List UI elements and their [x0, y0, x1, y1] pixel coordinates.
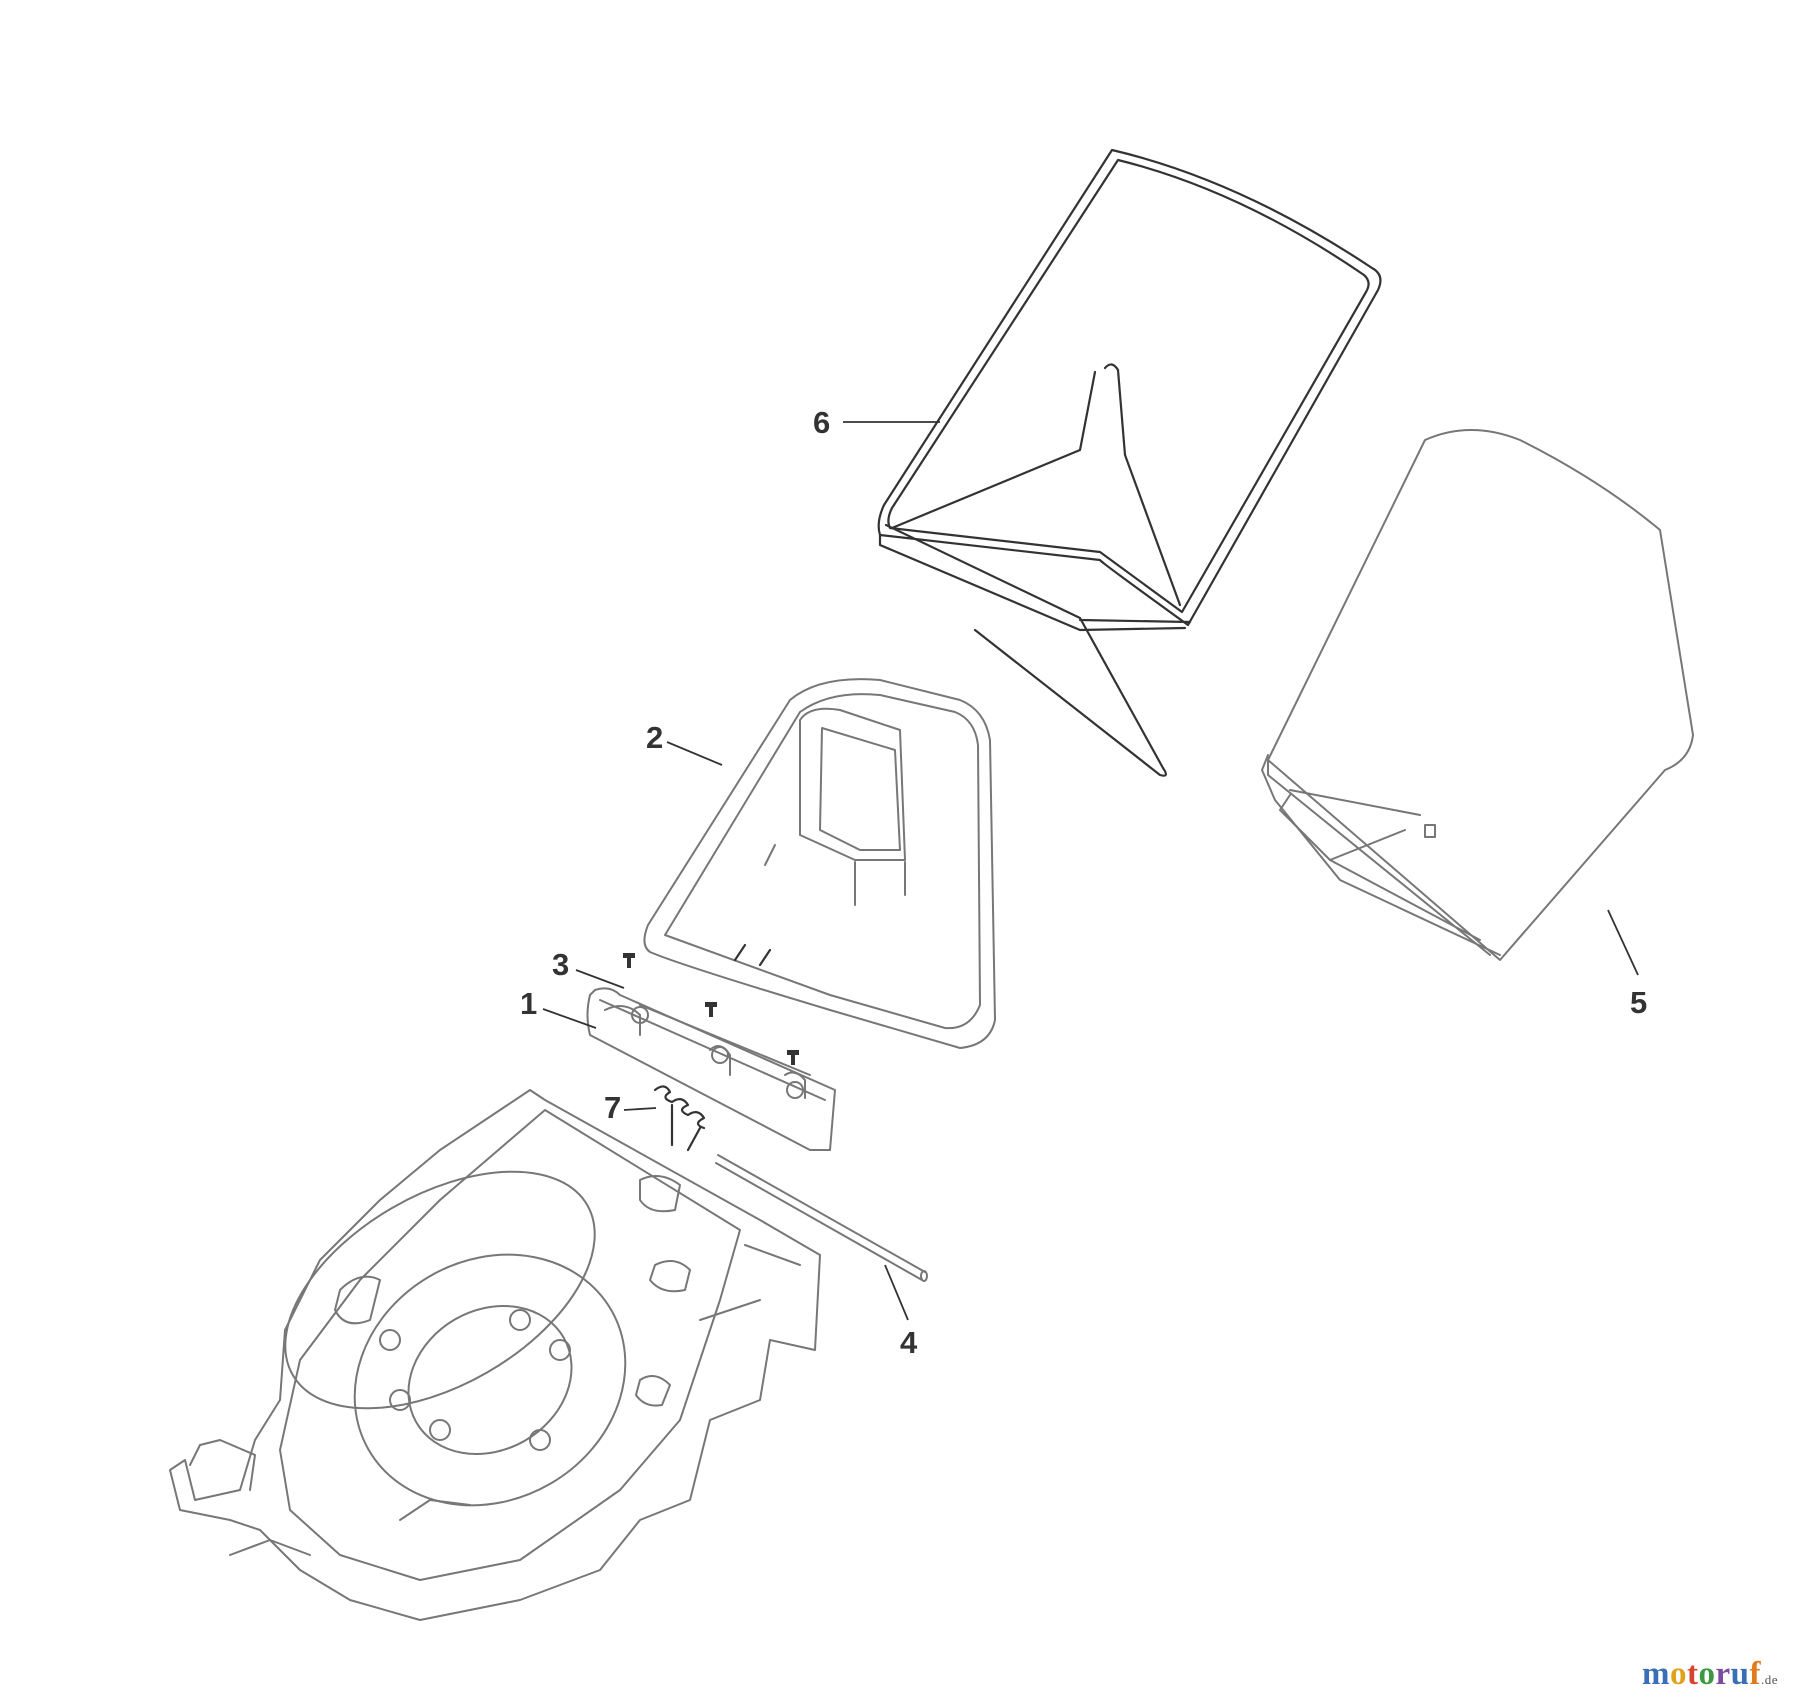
screw	[705, 1002, 717, 1017]
leader-5	[1607, 909, 1639, 976]
leader-7	[623, 1107, 657, 1111]
callout-2: 2	[646, 720, 663, 755]
callout-7: 7	[604, 1090, 621, 1125]
leader-3	[575, 969, 625, 989]
callout-labels: 6 2 3 1 7 4 5	[520, 405, 1647, 1360]
leader-2	[666, 741, 723, 766]
callout-3: 3	[552, 947, 569, 982]
motoruf-watermark-logo: motoruf.de	[1642, 1656, 1778, 1693]
watermark-suffix: .de	[1760, 1672, 1778, 1687]
watermark-letter: u	[1730, 1656, 1750, 1692]
watermark-letter: o	[1669, 1656, 1687, 1692]
watermark-letter: t	[1686, 1656, 1699, 1692]
watermark-letter: o	[1698, 1656, 1716, 1692]
mower-deck	[169, 1089, 821, 1621]
callout-6: 6	[813, 405, 830, 440]
callout-1: 1	[520, 986, 537, 1021]
callout-4: 4	[900, 1325, 918, 1360]
screw	[787, 1050, 799, 1065]
leader-lines	[542, 421, 1639, 1321]
screw	[623, 953, 635, 968]
hinge-rod	[715, 1154, 928, 1282]
callout-5: 5	[1630, 985, 1647, 1020]
leader-1	[542, 1008, 597, 1029]
torsion-spring	[653, 1085, 706, 1152]
hinge-bracket	[586, 987, 836, 1151]
screws	[623, 953, 799, 1065]
watermark-letter: r	[1715, 1656, 1731, 1692]
rear-flap-cover	[643, 678, 996, 1049]
watermark-letter: f	[1749, 1656, 1761, 1692]
watermark-letter: m	[1641, 1656, 1670, 1692]
grass-bag-frame	[877, 148, 1382, 777]
leader-4	[884, 1264, 909, 1321]
grass-bag	[1261, 429, 1694, 961]
